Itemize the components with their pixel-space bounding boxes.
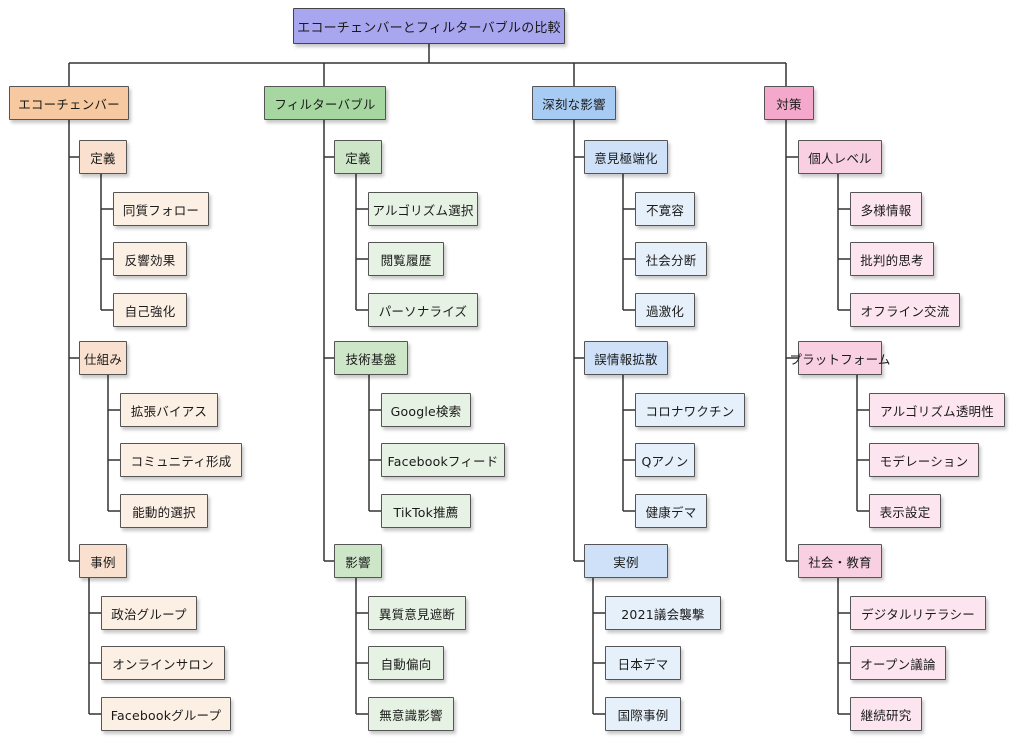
leaf-node-2-1-0: コロナワクチン xyxy=(635,393,745,427)
leaf-node-2-1-1: Qアノン xyxy=(635,443,695,477)
sub-node-2-0: 意見極端化 xyxy=(584,140,668,174)
leaf-node-2-2-1: 日本デマ xyxy=(605,646,681,680)
sub-node-1-0: 定義 xyxy=(334,140,382,174)
leaf-node-1-1-0: Google検索 xyxy=(381,393,471,427)
leaf-node-3-2-2: 継続研究 xyxy=(850,697,922,731)
leaf-node-0-1-2: 能動的選択 xyxy=(120,494,208,528)
leaf-node-1-1-1: Facebookフィード xyxy=(381,443,505,477)
leaf-node-1-2-2: 無意識影響 xyxy=(368,697,454,731)
leaf-node-0-2-0: 政治グループ xyxy=(101,596,197,630)
leaf-node-0-1-1: コミュニティ形成 xyxy=(120,443,242,477)
sub-node-0-0: 定義 xyxy=(79,140,127,174)
sub-node-3-0: 個人レベル xyxy=(798,140,882,174)
leaf-node-3-1-1: モデレーション xyxy=(869,443,979,477)
leaf-node-3-1-2: 表示設定 xyxy=(869,494,941,528)
leaf-node-3-0-1: 批判的思考 xyxy=(850,242,934,276)
leaf-node-2-2-2: 国際事例 xyxy=(605,697,681,731)
leaf-node-1-2-1: 自動偏向 xyxy=(368,646,444,680)
leaf-node-1-0-1: 閲覧履歴 xyxy=(368,242,444,276)
leaf-node-3-2-1: オープン議論 xyxy=(850,646,946,680)
leaf-node-3-0-2: オフライン交流 xyxy=(850,293,960,327)
branch-node-1: フィルターバブル xyxy=(264,86,386,120)
sub-node-2-1: 誤情報拡散 xyxy=(584,341,668,375)
leaf-node-3-1-0: アルゴリズム透明性 xyxy=(869,393,1005,427)
leaf-node-2-0-0: 不寛容 xyxy=(635,192,695,226)
leaf-node-2-0-2: 過激化 xyxy=(635,293,695,327)
leaf-node-0-1-0: 拡張バイアス xyxy=(120,393,218,427)
sub-node-3-1: プラットフォーム xyxy=(789,341,890,375)
root-title-node: エコーチェンバーとフィルターバブルの比較 xyxy=(293,8,565,44)
sub-node-2-2: 実例 xyxy=(584,544,668,578)
branch-node-2: 深刻な影響 xyxy=(532,86,616,120)
leaf-node-2-1-2: 健康デマ xyxy=(635,494,707,528)
sub-node-0-1: 仕組み xyxy=(79,341,127,375)
leaf-node-1-2-0: 異質意見遮断 xyxy=(368,596,466,630)
leaf-node-3-0-0: 多様情報 xyxy=(850,192,922,226)
sub-node-3-2: 社会・教育 xyxy=(798,544,882,578)
leaf-node-0-0-0: 同質フォロー xyxy=(113,192,209,226)
sub-node-1-2: 影響 xyxy=(334,544,382,578)
branch-node-3: 対策 xyxy=(764,86,814,120)
leaf-node-2-2-0: 2021議会襲撃 xyxy=(605,596,721,630)
leaf-node-1-0-0: アルゴリズム選択 xyxy=(368,192,478,226)
leaf-node-1-1-2: TikTok推薦 xyxy=(381,494,471,528)
leaf-node-0-0-1: 反響効果 xyxy=(113,242,187,276)
sub-node-0-2: 事例 xyxy=(79,544,127,578)
leaf-node-2-0-1: 社会分断 xyxy=(635,242,707,276)
branch-node-0: エコーチェンバー xyxy=(9,86,129,120)
leaf-node-0-0-2: 自己強化 xyxy=(113,293,187,327)
sub-node-1-1: 技術基盤 xyxy=(334,341,408,375)
leaf-node-0-2-2: Facebookグループ xyxy=(101,697,231,731)
leaf-node-0-2-1: オンラインサロン xyxy=(101,646,225,680)
leaf-node-3-2-0: デジタルリテラシー xyxy=(850,596,986,630)
leaf-node-1-0-2: パーソナライズ xyxy=(368,293,478,327)
